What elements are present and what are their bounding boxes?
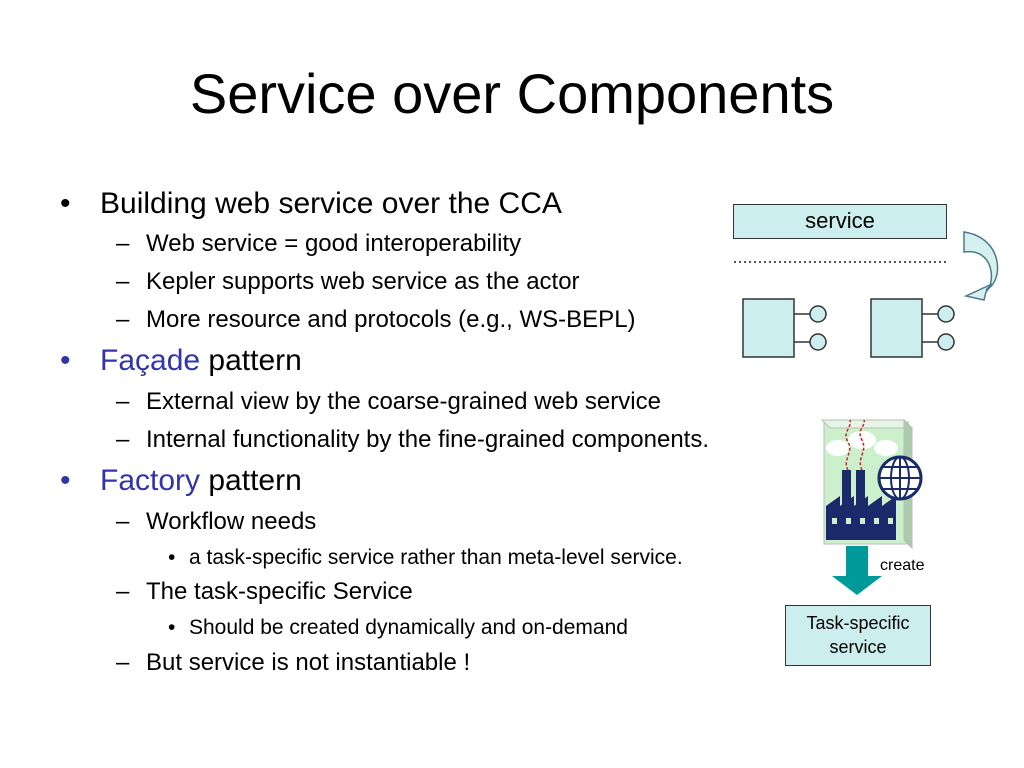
bullet-1-sub-2: Kepler supports web service as the actor [146, 268, 580, 295]
bullet-3: Factory pattern [100, 463, 302, 499]
down-arrow-icon [832, 546, 882, 595]
dash-marker: – [116, 578, 130, 605]
slide-title: Service over Components [189, 62, 835, 125]
dash-marker: – [116, 649, 130, 676]
bullet-3-rest: pattern [200, 464, 302, 497]
bullet-3-sub-1: Workflow needs [146, 508, 317, 535]
factory-term: Factory [100, 464, 201, 497]
service-label: service [805, 208, 875, 233]
dash-marker: – [116, 388, 130, 415]
bullet-2-rest: pattern [200, 344, 302, 377]
bullet-dot: • [60, 187, 71, 220]
bullet-2-sub-2: Internal functionality by the fine-grain… [146, 426, 710, 453]
bullet-dot-small: • [168, 616, 176, 639]
bullet-dot-small: • [168, 546, 176, 569]
bullet-3-sub-2: The task-specific Service [146, 578, 413, 605]
component-box-1 [742, 298, 827, 358]
create-label: create [880, 557, 925, 574]
bullet-2: Façade pattern [100, 343, 302, 379]
dash-marker: – [116, 230, 130, 257]
bullet-2-sub-1: External view by the coarse-grained web … [146, 388, 661, 415]
bullet-3-sub-2-item: Should be created dynamically and on-dem… [189, 616, 628, 639]
bullet-3-sub-3: But service is not instantiable ! [146, 649, 471, 676]
bullet-dot: • [60, 464, 71, 497]
component-box-2 [870, 298, 955, 358]
bullet-dot: • [60, 344, 71, 377]
dash-marker: – [116, 306, 130, 333]
dash-marker: – [116, 268, 130, 295]
bullet-1-sub-1: Web service = good interoperability [146, 230, 522, 257]
curved-arrow-icon [963, 231, 999, 301]
service-box: service [733, 204, 947, 239]
globe-icon [877, 455, 923, 501]
bullet-1: Building web service over the CCA [100, 187, 562, 220]
task-box-line-2: service [829, 637, 887, 657]
dash-marker: – [116, 426, 130, 453]
bullet-3-sub-1-item: a task-specific service rather than meta… [189, 546, 683, 569]
task-specific-service-box: Task-specific service [785, 605, 931, 666]
facade-term: Façade [100, 344, 201, 377]
dash-marker: – [116, 508, 130, 535]
bullet-1-sub-3: More resource and protocols (e.g., WS-BE… [146, 306, 636, 333]
task-box-line-1: Task-specific [806, 613, 910, 633]
